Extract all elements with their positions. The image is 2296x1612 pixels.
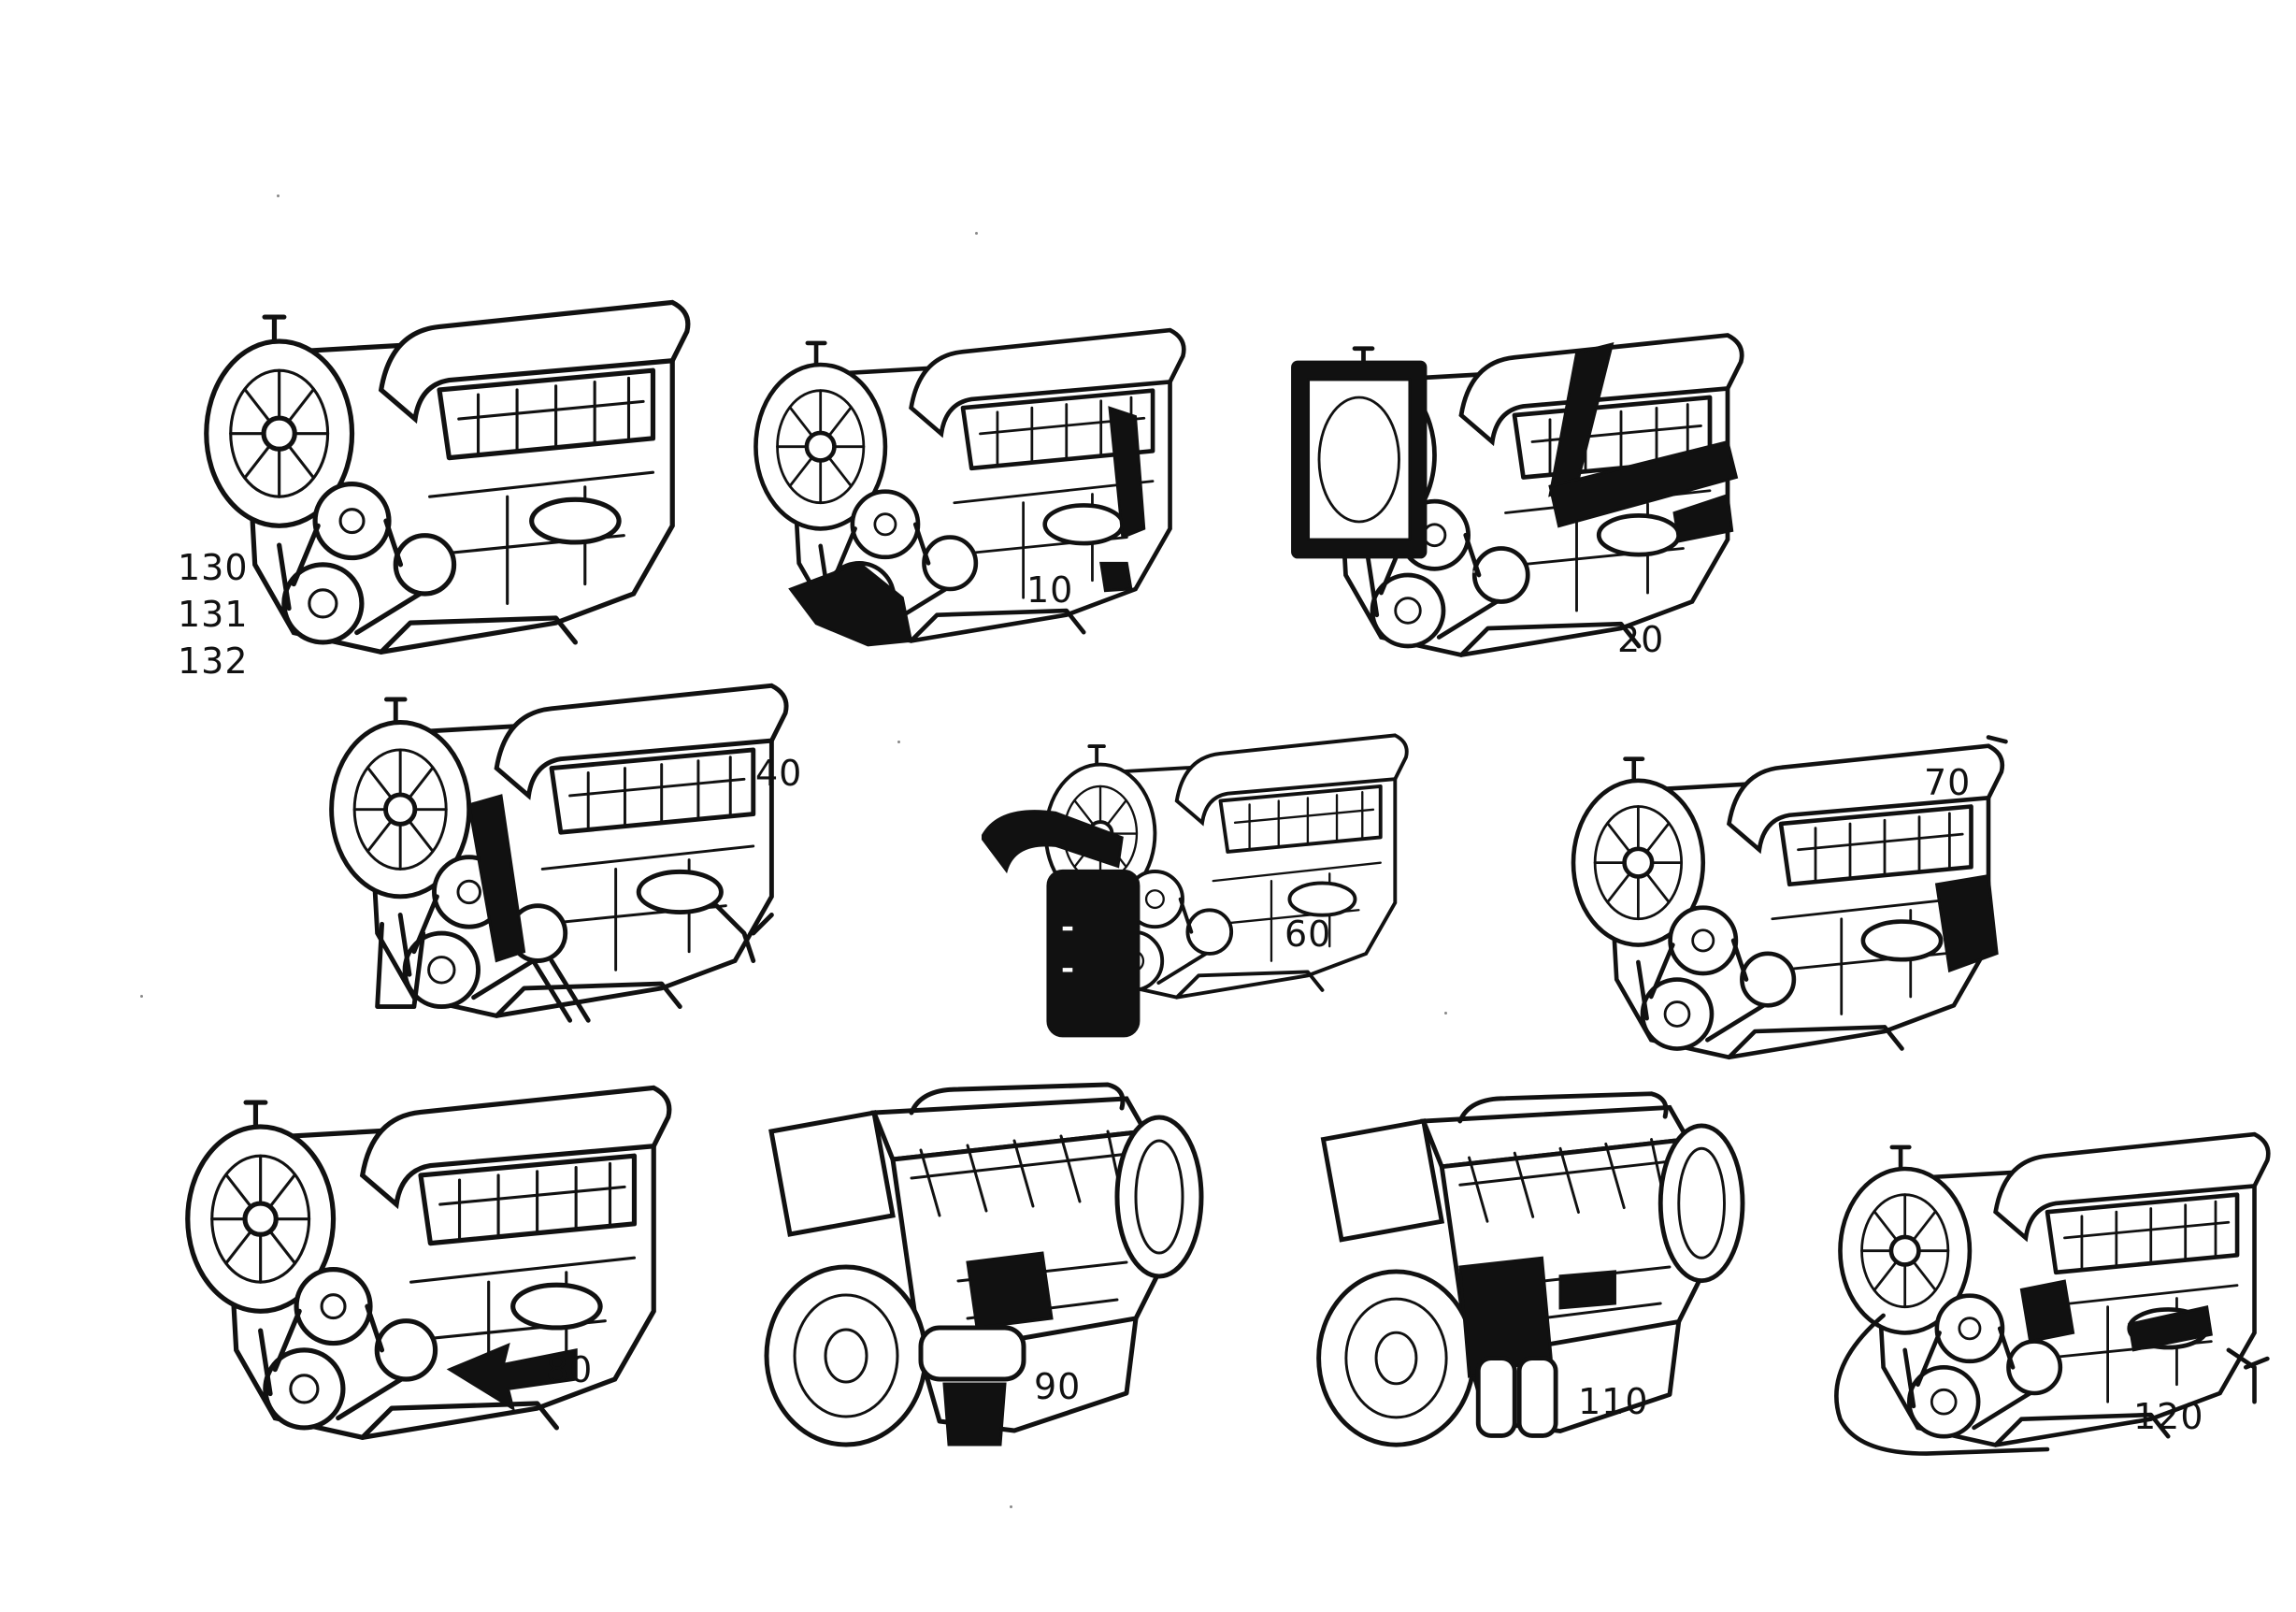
callout-120: 120	[2133, 1396, 2204, 1437]
callout-40: 40	[755, 753, 803, 794]
engine-drawing-70	[1552, 735, 2008, 1066]
scan-speck	[1010, 1505, 1012, 1508]
engine-drawing-40	[313, 636, 790, 1023]
callout-80: 80	[546, 1349, 594, 1390]
engine-drawing-20	[1291, 309, 1758, 664]
scan-speck	[897, 741, 900, 743]
callout-132: 132	[178, 640, 249, 682]
arrow-icon	[446, 1343, 578, 1412]
engine-drawing-110	[1281, 1085, 1767, 1449]
scan-speck	[140, 995, 143, 998]
callout-70: 70	[1924, 762, 1972, 803]
scan-speck	[1472, 570, 1475, 573]
callout-10: 10	[1026, 569, 1074, 611]
callout-60: 60	[1284, 914, 1332, 955]
engine-drawing-10	[739, 299, 1187, 647]
callout-20: 20	[1617, 619, 1665, 660]
callout-131: 131	[178, 594, 249, 635]
engine-drawing-60	[982, 692, 1412, 1038]
scan-speck	[277, 194, 280, 197]
engine-drawing-130	[187, 271, 692, 664]
scan-speck	[1444, 1012, 1447, 1015]
engine-drawing-80	[168, 1057, 673, 1449]
callout-130: 130	[178, 547, 249, 588]
engine-drawing-120	[1834, 1094, 2272, 1456]
callout-group-130-132: 130 131 132	[178, 550, 249, 679]
engine-drawing-90	[729, 1075, 1225, 1449]
scan-speck	[975, 232, 978, 235]
callout-110: 110	[1578, 1381, 1649, 1422]
callout-90: 90	[1034, 1366, 1082, 1407]
